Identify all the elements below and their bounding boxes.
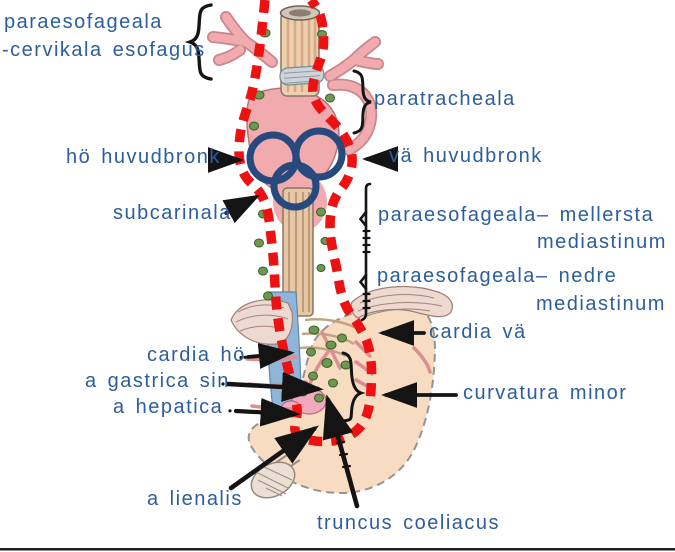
arrow-tail-dots <box>221 355 247 413</box>
label-cardia-va: cardia vä <box>429 321 527 343</box>
bottom-border-line <box>0 548 675 551</box>
label-ho-huvudbronk: hö huvudbronk <box>66 146 221 168</box>
label-paraesofageala-mellersta: paraesofageala– mellersta <box>378 204 655 226</box>
label-paraesofageala: paraesofageala <box>4 11 163 33</box>
arrow-a-lienalis <box>228 425 319 491</box>
arrow-a-gastrica-sin <box>225 372 324 402</box>
bronchus-rings <box>246 127 346 211</box>
cardia-texture <box>299 318 357 358</box>
label-mediastinum-nedre: mediastinum <box>536 293 666 315</box>
arrow-a-hepatica <box>233 397 301 427</box>
arrow-cardia-ho <box>246 343 295 369</box>
arrow-truncus-coeliacus <box>322 394 360 509</box>
arrow-subcarinala <box>222 194 261 224</box>
bronchus-ring-subcarinal <box>270 161 320 211</box>
label-a-hepatica: a hepatica <box>113 396 224 418</box>
red-dashed-lymph-region <box>234 0 377 447</box>
label-mediastinum-mellersta: mediastinum <box>537 231 667 253</box>
label-cervikala-esofagus: -cervikala esofagus <box>2 39 206 61</box>
label-curvatura-minor: curvatura minor <box>463 382 628 404</box>
label-cardia-ho: cardia hö <box>147 344 246 366</box>
brace-cervikala <box>184 3 213 81</box>
label-truncus-coeliacus: truncus coeliacus <box>317 512 501 534</box>
label-paratracheala: paratracheala <box>374 88 516 110</box>
label-paraesofageala-nedre: paraesofageala– nedre <box>377 265 618 287</box>
label-va-huvudbronk: vä huvudbronk <box>389 145 543 167</box>
diaphragm-right-crus <box>350 285 453 319</box>
label-subcarinala: subcarinala <box>113 202 232 224</box>
bronchus-ring-left <box>292 127 346 181</box>
label-a-gastrica-sin: a gastrica sin <box>85 370 230 392</box>
bracket-mediastinum <box>358 182 372 322</box>
vessel-branches <box>207 11 384 156</box>
label-a-lienalis: a lienalis <box>147 488 243 510</box>
brace-paratracheala <box>352 69 372 135</box>
esophagus-tube <box>282 187 314 317</box>
